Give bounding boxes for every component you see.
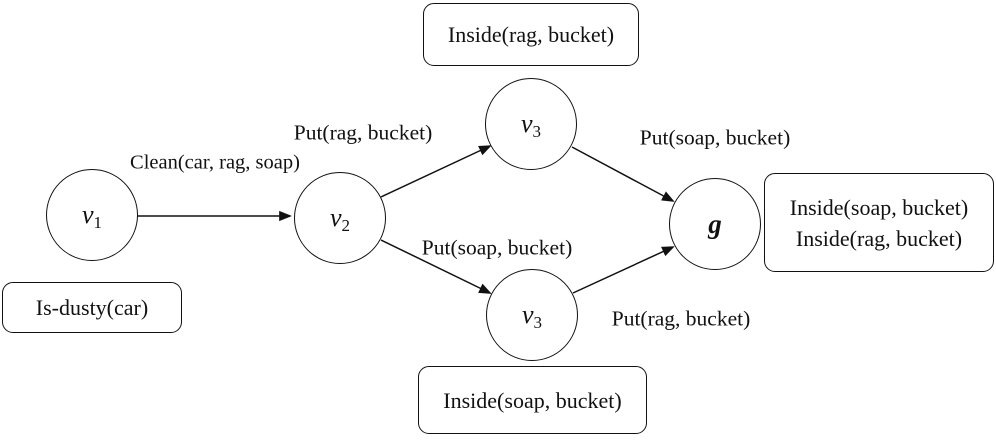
edge-label-put-rag-bottom: Put(rag, bucket) (611, 306, 751, 331)
node-v1-label: v1 (81, 200, 103, 232)
node-v2: v2 (294, 172, 386, 264)
edge-v2-v3top (380, 145, 492, 198)
edge-label-put-soap-mid: Put(soap, bucket) (421, 235, 573, 260)
edge-label-put-rag-top: Put(rag, bucket) (293, 120, 433, 145)
node-v3-top-label: v3 (520, 109, 542, 141)
state-box-goal: Inside(soap, bucket) Inside(rag, bucket) (764, 173, 994, 272)
state-box-initial: Is-dusty(car) (2, 282, 182, 333)
node-v2-label: v2 (329, 203, 351, 235)
node-v3-bottom-label: v3 (521, 300, 543, 332)
state-box-v3-bottom: Inside(soap, bucket) (418, 366, 647, 434)
edge-v3top-g (571, 146, 675, 202)
edge-v3bottom-g (572, 246, 675, 294)
state-box-v3-top: Inside(rag, bucket) (423, 3, 639, 66)
state-box-v3-bottom-text: Inside(soap, bucket) (443, 387, 622, 413)
node-v1: v1 (46, 169, 138, 261)
node-g-label: g (708, 208, 722, 239)
state-box-v3-top-text: Inside(rag, bucket) (447, 22, 615, 47)
node-v3-top: v3 (485, 78, 577, 170)
state-box-goal-line2: Inside(rag, bucket) (795, 225, 963, 251)
edge-v2-v3bottom (380, 239, 492, 294)
node-g: g (669, 178, 761, 270)
state-box-goal-line1: Inside(soap, bucket) (789, 194, 969, 220)
edge-label-clean: Clean(car, rag, soap) (130, 151, 300, 174)
node-v3-bottom: v3 (486, 269, 578, 361)
state-box-initial-text: Is-dusty(car) (35, 295, 149, 320)
edge-label-put-soap-right: Put(soap, bucket) (639, 125, 791, 150)
